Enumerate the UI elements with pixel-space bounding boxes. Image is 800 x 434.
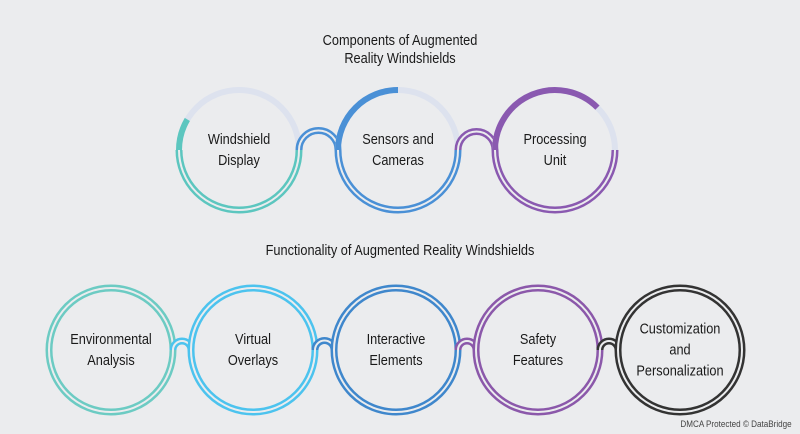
functionality-ring-upper-1-gap: [190, 287, 316, 351]
functionality-ring-lower-0-gap: [48, 349, 174, 413]
components-ring-lower-1-gap: [337, 149, 459, 211]
components-ring-progress-1: [335, 87, 399, 151]
components-connector-0: [295, 127, 342, 151]
functionality-label-1: Virtual Overlays: [227, 331, 279, 369]
components-label-1: Sensors and Cameras: [362, 131, 434, 169]
functionality-ring-lower-1-gap: [190, 349, 316, 413]
components-ring-lower-2-gap: [494, 149, 616, 211]
functionality-ring-lower-3-gap: [475, 349, 601, 413]
components-ring-lower-0-gap: [178, 149, 300, 211]
functionality-label-4: Customization and Personalization: [636, 320, 724, 380]
components-label-2: Processing Unit: [523, 131, 587, 169]
functionality-ring-lower-2-gap: [333, 349, 459, 413]
components-ring-progress-0: [176, 117, 190, 151]
components-title: Components of Augmented Reality Windshie…: [322, 33, 478, 67]
components-ring-progress-2: [492, 87, 600, 151]
functionality-ring-upper-3-gap: [475, 287, 601, 351]
functionality-label-0: Environmental Analysis: [70, 331, 152, 369]
functionality-ring-upper-4-gap: [617, 287, 743, 351]
functionality-ring-lower-4-gap: [617, 349, 743, 413]
footer-copyright: DMCA Protected © DataBridge: [680, 419, 792, 429]
functionality-label-2: Interactive Elements: [366, 331, 426, 369]
functionality-title: Functionality of Augmented Reality Winds…: [265, 243, 535, 259]
functionality-ring-upper-2-gap: [333, 287, 459, 351]
components-label-0: Windshield Display: [207, 131, 271, 169]
components-connector-1: [454, 128, 499, 151]
functionality-ring-upper-0-gap: [48, 287, 174, 351]
functionality-label-3: Safety Features: [512, 331, 564, 369]
